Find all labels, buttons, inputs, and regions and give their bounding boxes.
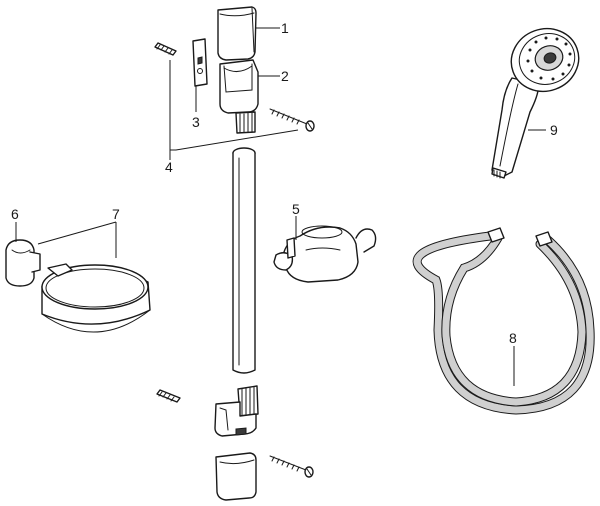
callout-3: 3 [192,114,200,130]
callout-labels: 1 2 3 4 5 6 7 8 9 [11,20,558,346]
shower-hose [412,227,595,415]
hand-shower [491,27,580,179]
soap-dish-ring [41,263,151,333]
callout-7: 7 [112,206,120,222]
callout-2: 2 [281,68,289,84]
shower-slider [273,225,377,283]
slide-rail [232,147,256,374]
bottom-end-cap [215,452,257,501]
top-wall-bracket [219,59,259,134]
top-screw [269,108,315,132]
callout-1: 1 [281,20,289,36]
callout-8: 8 [509,330,517,346]
soap-dish-clip [5,239,41,287]
top-end-cap [217,6,257,61]
bottom-wall-plug [156,389,181,403]
callout-4: 4 [165,159,173,175]
bottom-screw [269,455,314,478]
callout-9: 9 [550,122,558,138]
bottom-wall-bracket [214,385,259,437]
callout-6: 6 [11,206,19,222]
wall-clip [192,38,208,87]
leader-lines [15,27,546,386]
top-wall-plug [154,42,177,56]
callout-5: 5 [292,201,300,217]
